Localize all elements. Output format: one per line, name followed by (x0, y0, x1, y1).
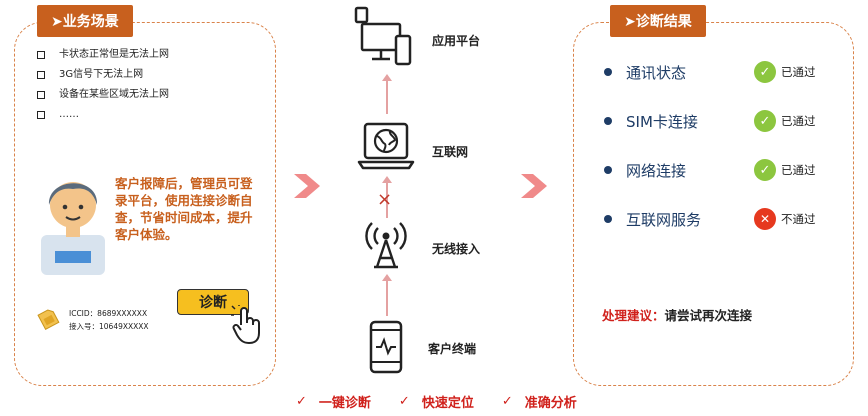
scenario-description: 客户报障后，管理员可登录平台，使用连接诊断自查，节省时间成本，提升客户体验。 (115, 176, 253, 242)
result-row: 通讯状态 ✓ 已通过 (604, 61, 816, 83)
arrow-up-icon (382, 74, 392, 114)
diagnosis-result-panel: ➤诊断结果 通讯状态 ✓ 已通过 SIM卡连接 ✓ 已通过 网络连接 ✓ 已通过… (573, 5, 854, 386)
chevron-right-icon (521, 174, 547, 198)
feature-label: 一键诊断 (318, 396, 371, 411)
feature-list: ✓ 一键诊断 ✓ 快速定位 ✓ 准确分析 (296, 392, 605, 411)
result-status: 已通过 (781, 114, 816, 128)
result-name: 通讯状态 (626, 63, 687, 82)
bullet-dot-icon (604, 215, 612, 223)
flow-label-wireless-access: 无线接入 (432, 242, 481, 256)
mobile-phone-icon (369, 320, 403, 374)
checkmark-icon: ✓ (398, 394, 410, 409)
iccid-text: ICCID：8689XXXXXX (69, 309, 148, 318)
sim-info: ICCID：8689XXXXXX 接入号：10649XXXXX (69, 307, 149, 333)
flow-label-app-platform: 应用平台 (432, 34, 481, 48)
result-name: 网络连接 (626, 161, 687, 180)
bullet-dot-icon (604, 117, 612, 125)
list-item: 卡状态正常但是无法上网 (37, 47, 169, 67)
check-icon: ✓ (754, 110, 776, 132)
arrow-up-icon (382, 274, 392, 316)
advice-label: 处理建议： (602, 308, 665, 323)
feature-item: ✓ 快速定位 (399, 392, 474, 411)
handling-advice: 处理建议：请尝试再次连接 (602, 305, 752, 324)
result-status: 已通过 (781, 65, 816, 79)
bullet-dot-icon (604, 68, 612, 76)
bullet-square-icon (37, 111, 45, 119)
chevron-right-icon (294, 174, 320, 198)
result-name: 互联网服务 (626, 210, 702, 229)
scenario-list: 卡状态正常但是无法上网 3G信号下无法上网 设备在某些区域无法上网 …… (37, 47, 169, 127)
sim-card-icon (37, 309, 60, 331)
feature-label: 准确分析 (524, 396, 577, 411)
check-icon: ✓ (754, 159, 776, 181)
advice-text: 请尝试再次连接 (664, 308, 753, 323)
business-scenario-panel: ➤业务场景 卡状态正常但是无法上网 3G信号下无法上网 设备在某些区域无法上网 … (14, 5, 276, 386)
result-row: 互联网服务 ✕ 不通过 (604, 208, 816, 230)
panel-title: ➤业务场景 (37, 5, 133, 37)
list-item: 设备在某些区域无法上网 (37, 87, 169, 107)
signal-tower-icon (365, 222, 407, 269)
flow-label-client-terminal: 客户终端 (428, 342, 477, 356)
checkmark-icon: ✓ (501, 394, 513, 409)
feature-item: ✓ 一键诊断 (296, 392, 371, 411)
broken-link-mark: × (377, 189, 393, 210)
bullet-square-icon (37, 91, 45, 99)
feature-item: ✓ 准确分析 (502, 392, 577, 411)
flow-label-internet: 互联网 (432, 145, 469, 159)
arrow-up-icon (382, 176, 392, 218)
computer-devices-icon (354, 6, 412, 66)
diagnose-button[interactable]: 诊断 (177, 289, 249, 315)
bullet-square-icon (37, 71, 45, 79)
admin-avatar-icon (41, 182, 105, 275)
result-row: SIM卡连接 ✓ 已通过 (604, 110, 816, 132)
result-status: 已通过 (781, 163, 816, 177)
cross-icon: ✕ (754, 208, 776, 230)
list-item: 3G信号下无法上网 (37, 67, 169, 87)
result-row: 网络连接 ✓ 已通过 (604, 159, 816, 181)
result-status: 不通过 (781, 212, 816, 226)
list-item: …… (37, 107, 169, 127)
bullet-square-icon (37, 51, 45, 59)
checkmark-icon: ✓ (296, 394, 307, 409)
globe-laptop-icon (357, 122, 415, 170)
panel-title: ➤诊断结果 (610, 5, 706, 37)
access-number-text: 接入号：10649XXXXX (69, 322, 149, 331)
feature-label: 快速定位 (421, 396, 474, 411)
check-icon: ✓ (754, 61, 776, 83)
bullet-dot-icon (604, 166, 612, 174)
result-name: SIM卡连接 (626, 112, 698, 131)
hand-pointer-icon (231, 305, 260, 344)
